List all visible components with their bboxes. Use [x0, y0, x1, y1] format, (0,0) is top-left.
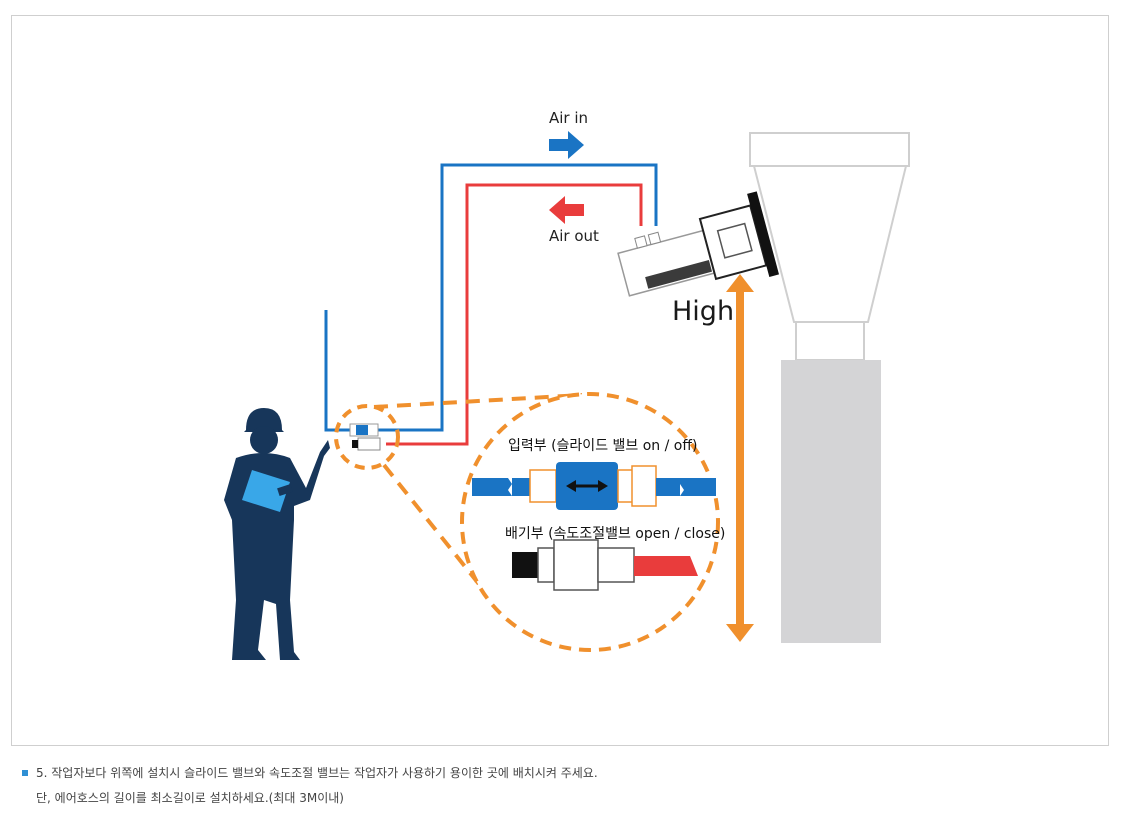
zoom-slide-valve: [472, 462, 716, 510]
valve-cluster: [349, 423, 381, 451]
air-out-arrow-icon: [549, 196, 584, 224]
high-label: High: [672, 296, 735, 327]
zoom-speed-valve: [512, 539, 698, 591]
air-in-arrow-icon: [549, 131, 584, 159]
exhaust-label: 배기부 (속도조절밸브 open / close): [505, 526, 726, 542]
air-in-hose: [324, 163, 658, 432]
zoom-circle: [460, 392, 720, 652]
air-in-label: Air in: [549, 109, 589, 127]
caption-line-1: 5. 작업자보다 위쪽에 설치시 슬라이드 밸브와 속도조절 밸브는 작업자가 …: [22, 764, 598, 781]
hopper-silo: [749, 132, 910, 643]
clipboard-icon: [242, 470, 290, 512]
worker-figure: [224, 408, 330, 660]
ak-series-device: [617, 191, 780, 297]
height-arrow: [726, 274, 754, 642]
air-out-hose: [386, 183, 643, 446]
magnifier-small: [334, 404, 400, 470]
air-out-label: Air out: [549, 227, 599, 245]
bullet-icon: [22, 769, 28, 776]
inlet-label: 입력부 (슬라이드 밸브 on / off): [508, 438, 698, 454]
caption-line-2: 단, 에어호스의 길이를 최소길이로 설치하세요.(최대 3M이내): [36, 791, 344, 805]
